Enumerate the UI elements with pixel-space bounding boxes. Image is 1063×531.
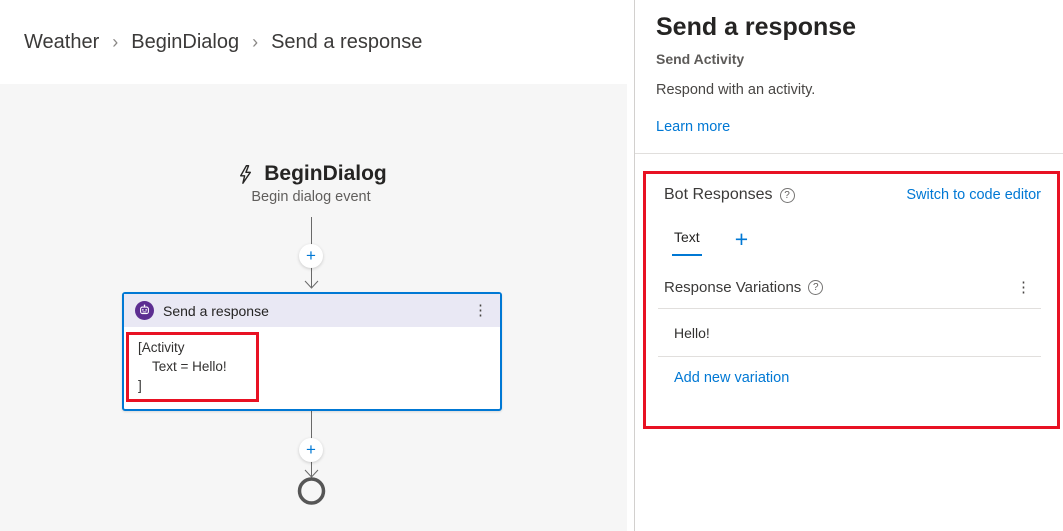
breadcrumb: Weather › BeginDialog › Send a response: [0, 0, 634, 84]
breadcrumb-item-weather[interactable]: Weather: [24, 30, 100, 53]
activity-code-line: ]: [138, 378, 142, 393]
response-tabs: Text +: [658, 226, 1041, 256]
node-menu-ellipsis-icon[interactable]: ⋮: [473, 301, 488, 319]
properties-panel: Send a response Send Activity Respond wi…: [634, 0, 1063, 531]
learn-more-link[interactable]: Learn more: [656, 119, 731, 135]
panel-header: Send a response Send Activity Respond wi…: [635, 0, 1063, 136]
flow-connectors: [297, 217, 326, 505]
flow-end-terminator: [297, 477, 326, 505]
divider: [658, 308, 1041, 309]
trigger-begindialog[interactable]: BeginDialog Begin dialog event: [161, 162, 461, 205]
panel-title: Send a response: [656, 13, 857, 41]
breadcrumb-item-begindialog[interactable]: BeginDialog: [131, 30, 240, 53]
variation-item[interactable]: Hello!: [674, 325, 710, 341]
panel-subtitle: Send Activity: [656, 51, 745, 67]
insert-action-button-top[interactable]: +: [299, 244, 323, 268]
annotation-box-activity: [Activity Text = Hello! ]: [126, 332, 259, 402]
bot-icon: [135, 301, 154, 320]
lightning-icon: [240, 164, 252, 184]
node-body: [Activity Text = Hello! ]: [124, 327, 500, 409]
annotation-box-bot-responses: Bot Responses ? Switch to code editor Te…: [643, 171, 1060, 429]
trigger-subtitle: Begin dialog event: [251, 189, 371, 205]
bot-responses-header: Bot Responses ? Switch to code editor: [658, 186, 1041, 204]
chevron-right-icon: ›: [252, 31, 259, 52]
insert-action-button-bottom[interactable]: +: [299, 438, 323, 462]
help-icon[interactable]: ?: [808, 280, 824, 295]
flow-editor: Weather › BeginDialog › Send a response: [0, 0, 634, 531]
node-title: Send a response: [163, 302, 269, 319]
panel-description: Respond with an activity.: [656, 82, 816, 98]
node-header: Send a response ⋮: [124, 294, 500, 327]
response-variations-header: Response Variations ? ⋮: [658, 279, 1041, 296]
add-tab-plus-icon[interactable]: +: [734, 226, 749, 252]
breadcrumb-item-send-a-response[interactable]: Send a response: [271, 30, 423, 53]
send-a-response-node[interactable]: Send a response ⋮ [Activity Text = Hello…: [122, 292, 502, 411]
activity-code-line: [Activity: [138, 340, 185, 355]
chevron-right-icon: ›: [112, 31, 119, 52]
tab-text[interactable]: Text: [672, 229, 702, 256]
variations-menu-ellipsis-icon[interactable]: ⋮: [1016, 278, 1031, 296]
add-new-variation-link[interactable]: Add new variation: [674, 370, 790, 386]
activity-code-line: Text = Hello!: [152, 359, 227, 374]
bot-responses-label: Bot Responses: [664, 186, 773, 203]
panel-divider: [635, 153, 1063, 154]
switch-to-code-editor-link[interactable]: Switch to code editor: [906, 187, 1041, 203]
response-variations-label: Response Variations: [664, 279, 802, 296]
help-icon[interactable]: ?: [779, 187, 795, 203]
trigger-title: BeginDialog: [264, 162, 387, 185]
flow-canvas[interactable]: BeginDialog Begin dialog event + +: [0, 84, 627, 531]
